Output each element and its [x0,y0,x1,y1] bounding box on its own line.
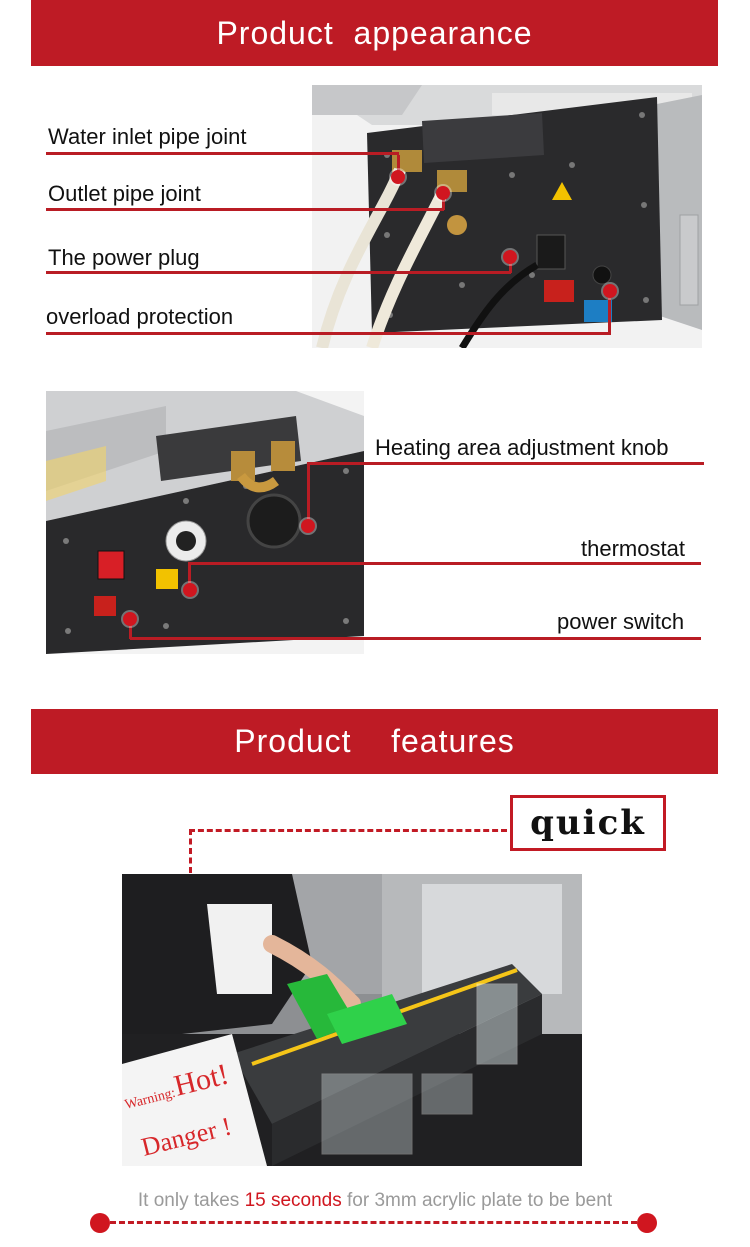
quick-tag: quick [510,795,666,851]
product-back-photo [312,85,702,348]
callout-connector-outlet [442,195,445,210]
caption-dot-right [637,1213,657,1233]
callout-line-knob [308,462,704,465]
callout-label-thermostat: thermostat [581,536,685,561]
callout-connector-water-inlet [397,155,400,177]
callout-label-water-inlet: Water inlet pipe joint [48,124,247,149]
callout-connector-thermostat [188,562,191,586]
callout-connector-power-plug [509,258,512,273]
callout-connector-knob [307,462,310,522]
quick-tag-label: quick [530,803,646,843]
callout-label-overload: overload protection [46,304,234,329]
caption-dot-left [90,1213,110,1233]
callout-dot-power-switch [123,612,137,626]
callout-dot-thermostat [183,583,197,597]
caption-text-before: It only takes [137,1190,245,1211]
section-banner-features: Product features [31,709,718,774]
caption-dashed-line [110,1221,637,1224]
caption-text-after: for 3mm acrylic plate to be bent [341,1190,613,1211]
callout-dot-outlet [436,186,450,200]
callout-line-water-inlet [46,152,399,155]
quick-connector-vertical [189,829,192,873]
callout-line-thermostat [189,562,701,565]
callout-dot-power-plug [503,250,517,264]
callout-label-outlet: Outlet pipe joint [48,181,201,206]
section-title: Product appearance [216,15,533,51]
product-control-photo [46,391,364,654]
callout-line-power-switch [130,637,701,640]
callout-line-outlet [46,208,444,211]
product-in-use-photo: Warning: Hot! Danger ! [122,874,582,1166]
callout-label-power-switch: power switch [557,609,685,634]
callout-label-knob: Heating area adjustment knob [375,435,669,460]
callout-dot-overload [603,284,617,298]
section-banner-appearance: Product appearance [31,0,718,66]
callout-line-overload [46,332,611,335]
section-title-features: Product features [234,723,515,759]
callout-label-power-plug: The power plug [48,245,200,270]
callout-dot-water-inlet [391,170,405,184]
callout-dot-knob [301,519,315,533]
callout-connector-power-switch [129,620,132,639]
features-caption: It only takes 15 seconds for 3mm acrylic… [0,1190,750,1212]
caption-highlight: 15 seconds [244,1190,342,1211]
callout-line-power-plug [46,271,511,274]
quick-connector-horizontal [189,829,507,832]
callout-connector-overload [608,292,611,334]
